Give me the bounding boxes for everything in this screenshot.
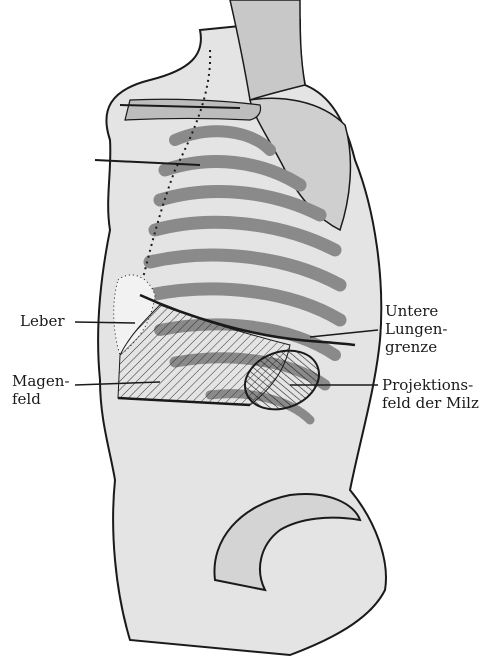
clavicle <box>125 99 261 120</box>
label-milz-line1: Projektions- <box>382 376 479 394</box>
label-lungengrenze-line1: Untere <box>385 302 448 320</box>
label-projektionsfeld-milz: Projektions- feld der Milz <box>382 376 479 412</box>
label-leber: Leber <box>20 312 65 330</box>
label-lungengrenze-line2: Lungen- <box>385 320 448 338</box>
label-milz-line2: feld der Milz <box>382 394 479 412</box>
label-leber-text: Leber <box>20 312 65 330</box>
label-magenfeld: Magen- feld <box>12 372 70 408</box>
label-magenfeld-line2: feld <box>12 390 70 408</box>
label-magenfeld-line1: Magen- <box>12 372 70 390</box>
label-lungengrenze-line3: grenze <box>385 338 448 356</box>
label-untere-lungengrenze: Untere Lungen- grenze <box>385 302 448 356</box>
pointer-line-leber <box>75 322 135 323</box>
